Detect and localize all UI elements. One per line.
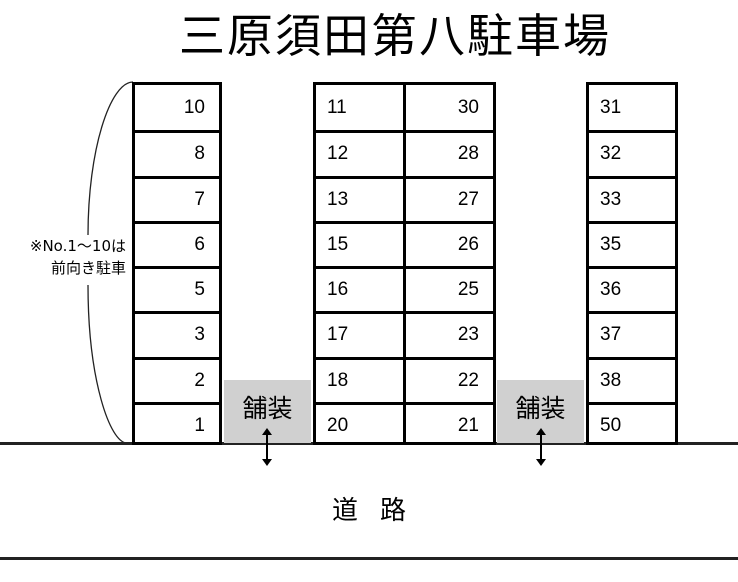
parking-space[interactable]: 25	[406, 266, 493, 311]
parking-column-a: 10 8 7 6 5 3 2 1	[132, 82, 222, 445]
parking-column-c: 30 28 27 26 25 23 22 21	[403, 82, 496, 445]
parking-space[interactable]: 20	[316, 401, 403, 447]
double-arrow-icon	[536, 428, 546, 466]
parking-column-b: 11 12 13 15 16 17 18 20	[313, 82, 406, 445]
page-title: 三原須田第八駐車場	[179, 9, 611, 63]
parking-space[interactable]: 15	[316, 220, 403, 266]
parking-space[interactable]: 16	[316, 266, 403, 311]
parking-space[interactable]: 31	[600, 96, 622, 118]
road-edge-bottom	[0, 557, 738, 560]
parking-space[interactable]: 1	[135, 401, 219, 447]
parking-space[interactable]: 36	[589, 266, 675, 311]
parking-space[interactable]: 50	[589, 401, 675, 447]
parking-space[interactable]: 7	[135, 175, 219, 221]
parking-space[interactable]: 35	[589, 220, 675, 266]
parking-column-d: 31 32 33 35 36 37 38 50	[586, 82, 678, 445]
parking-space[interactable]: 12	[316, 130, 403, 175]
parking-space[interactable]: 17	[316, 311, 403, 356]
parking-space[interactable]: 27	[406, 175, 493, 221]
parking-space[interactable]: 33	[589, 175, 675, 221]
parking-space[interactable]: 3	[135, 311, 219, 356]
parking-space[interactable]: 21	[406, 401, 493, 447]
parking-space[interactable]: 23	[406, 311, 493, 356]
double-arrow-icon	[262, 428, 272, 466]
bracket-line	[87, 81, 134, 444]
parking-space[interactable]: 11	[327, 96, 347, 118]
note-line-1: ※No.1～10は	[29, 237, 126, 255]
parking-space[interactable]: 13	[316, 175, 403, 221]
parking-space[interactable]: 30	[457, 96, 479, 118]
parking-space[interactable]: 2	[135, 356, 219, 402]
paved-label: 舗装	[515, 394, 566, 423]
parking-space[interactable]: 37	[589, 311, 675, 356]
parking-space[interactable]: 8	[135, 130, 219, 175]
road-label: 道路	[331, 496, 428, 526]
parking-space[interactable]: 22	[406, 356, 493, 402]
parking-space[interactable]: 6	[135, 220, 219, 266]
parking-space[interactable]: 38	[589, 356, 675, 402]
paved-label: 舗装	[242, 394, 293, 423]
parking-space[interactable]: 5	[135, 266, 219, 311]
parking-space[interactable]: 26	[406, 220, 493, 266]
front-parking-note: ※No.1～10は 前向き駐車	[8, 235, 126, 279]
parking-space[interactable]: 32	[589, 130, 675, 175]
parking-space[interactable]: 18	[316, 356, 403, 402]
parking-space[interactable]: 10	[183, 96, 205, 118]
parking-space[interactable]: 28	[406, 130, 493, 175]
note-line-2: 前向き駐車	[50, 259, 126, 277]
